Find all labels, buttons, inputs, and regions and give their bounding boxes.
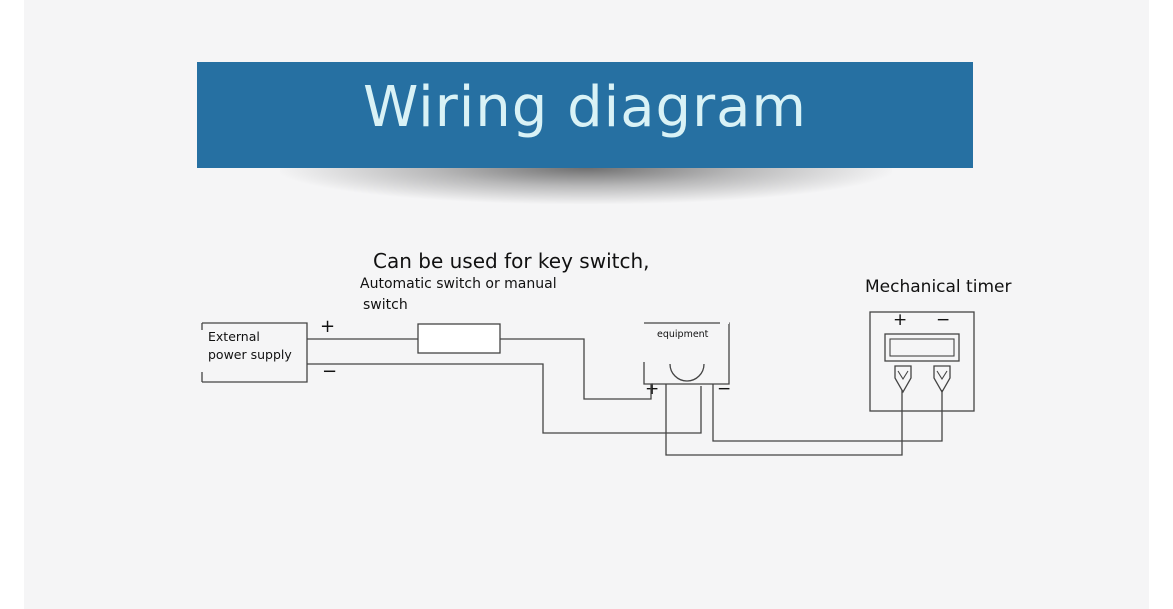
timer-terminal-minus: [933, 365, 951, 394]
switch-box: [417, 323, 501, 354]
power-supply-label-line2: power supply: [208, 347, 292, 362]
power-supply-label-line1: External: [208, 329, 260, 344]
wire-switch-to-equipment: [500, 338, 652, 400]
wire-equipment-to-timer-plus: [665, 384, 903, 456]
power-supply-plus-sign: +: [320, 316, 336, 337]
timer-display-inner: [889, 338, 955, 357]
equipment-dial: [669, 363, 705, 382]
timer-title: Mechanical timer: [865, 277, 1012, 297]
power-supply-box: [202, 322, 308, 383]
equipment-label: equipment: [657, 329, 709, 340]
timer-terminal-plus-inner: [897, 370, 909, 381]
timer-display-outer: [884, 333, 960, 362]
title-banner: Wiring diagram: [197, 62, 973, 168]
banner-shadow: [280, 168, 892, 204]
page-title: Wiring diagram: [363, 75, 807, 140]
wire-equipment-to-timer-minus: [712, 384, 943, 442]
note-switch: switch: [363, 297, 408, 313]
timer-box: [869, 311, 975, 412]
wire-supply-negative: [307, 363, 702, 434]
timer-terminal-minus-inner: [936, 370, 948, 381]
note-automatic-switch: Automatic switch or manual: [360, 276, 557, 292]
timer-plus-sign: +: [893, 310, 908, 330]
timer-terminal-plus: [894, 365, 912, 394]
equipment-box: [643, 322, 730, 385]
note-key-switch: Can be used for key switch,: [373, 249, 650, 273]
timer-minus-sign: −: [936, 310, 951, 330]
power-supply-minus-sign: −: [322, 361, 338, 382]
